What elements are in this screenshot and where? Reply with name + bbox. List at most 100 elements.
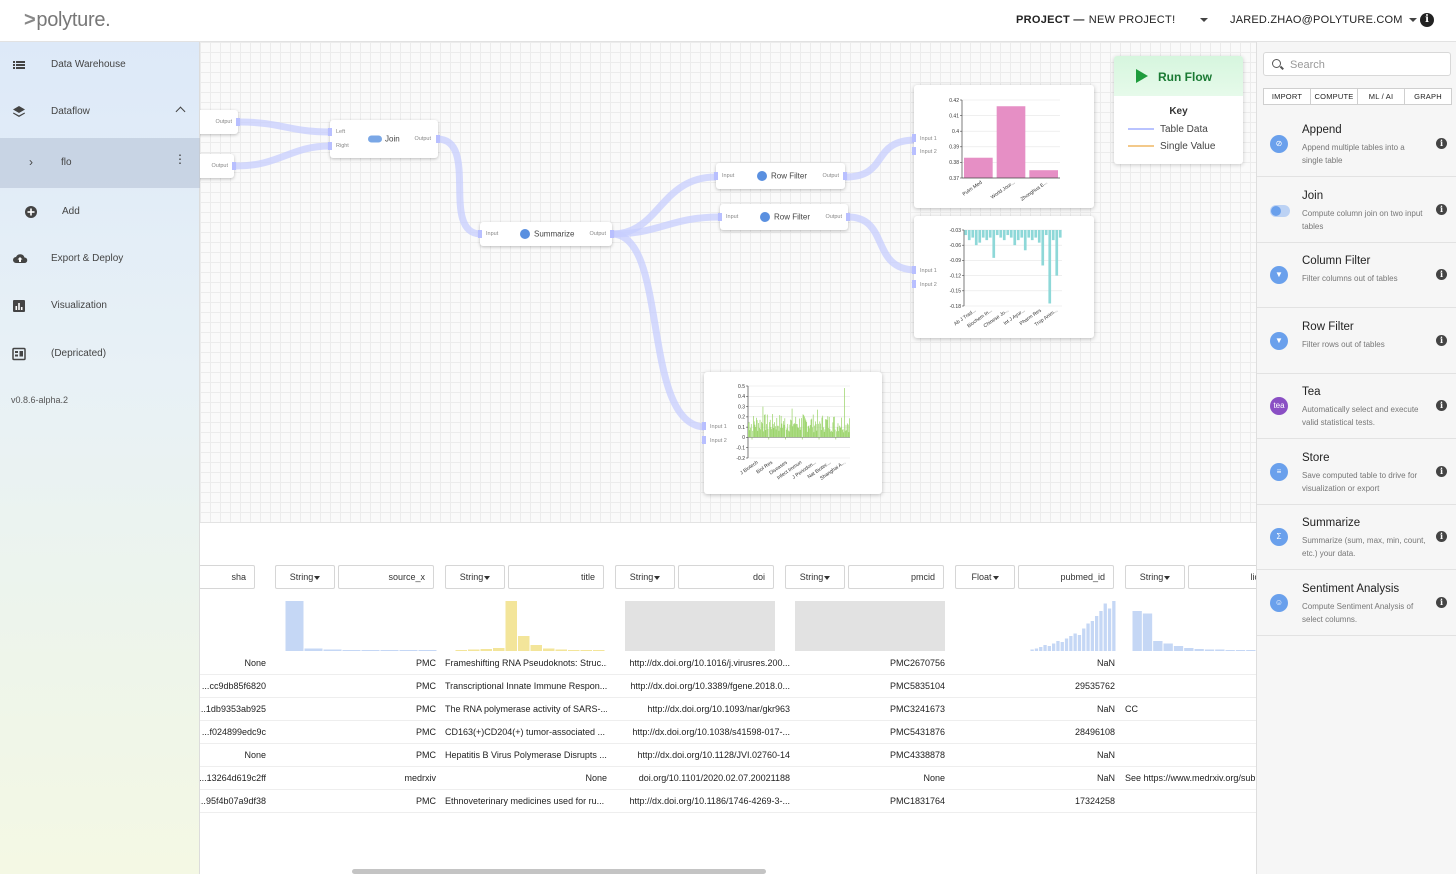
input-pin-right[interactable] [328,142,332,150]
column-type-select[interactable]: String [275,565,335,589]
info-icon[interactable]: i [1436,334,1447,346]
input-pin[interactable] [702,422,706,430]
column-type-select[interactable]: String [1125,565,1185,589]
row-filter-node[interactable]: Input Row Filter Output [718,204,850,230]
input-pin[interactable] [714,172,718,180]
column-type-select[interactable]: String [615,565,675,589]
column-header-pubmed-id[interactable]: pubmed_id [1018,565,1114,589]
input-pin[interactable] [912,280,916,288]
tab-compute[interactable]: COMPUTE [1310,88,1358,105]
polyture-logo[interactable]: >polyture. [24,9,111,32]
more-vertical-icon[interactable]: ⋮ [174,152,186,166]
column-type-select[interactable]: String [785,565,845,589]
info-icon[interactable]: i [1436,203,1447,215]
output-node[interactable]: Output [200,110,240,134]
sidebar-item-depricated[interactable]: (Depricated) [0,331,200,377]
sidebar-item-dataflow[interactable]: Dataflow [0,89,200,135]
chevron-right-icon[interactable]: › [29,155,33,169]
chevron-down-icon[interactable] [1200,18,1208,22]
search-input[interactable] [1290,57,1440,72]
search-icon [1272,59,1281,68]
input-pin[interactable] [912,134,916,142]
run-flow-button[interactable]: Run Flow [1114,56,1243,96]
output-pin[interactable] [436,135,440,143]
info-icon[interactable]: i [1436,138,1447,149]
bar [1034,230,1038,238]
chart-node-bar-teal[interactable]: Input 1 Input 2 -0.03-0.06-0.09-0.12-0.1… [912,216,1094,338]
database-icon: ≡ [1270,462,1288,481]
input-pin[interactable] [912,266,916,274]
bar [1037,230,1041,243]
summarize-node[interactable]: Input Summarize Output [478,222,614,246]
output-node[interactable]: Output [200,154,236,178]
table-cell-lic: See https://www.medrxiv.org/subm [1125,773,1256,783]
info-icon[interactable]: i [1420,13,1434,27]
output-pin[interactable] [236,118,240,126]
column-header-title[interactable]: title [508,565,604,589]
dataflow-canvas[interactable]: Output Output Left Right Join Output Inp… [200,42,1256,522]
operator-title: Tea [1302,386,1321,398]
tab-graph[interactable]: GRAPH [1404,88,1452,105]
table-row[interactable]: 13264d619c2ff...medrxivNonedoi.org/10.11… [200,767,1256,790]
sidebar-item-visualization[interactable]: Visualization [0,283,200,329]
input-pin-left[interactable] [328,128,332,136]
output-pin[interactable] [843,172,847,180]
info-icon[interactable]: i [1436,465,1447,477]
info-icon[interactable]: i [1436,596,1447,608]
operator-title: Column Filter [1302,255,1371,267]
bar [838,431,840,438]
tab-ml-ai[interactable]: ML / AI [1357,88,1405,105]
output-pin[interactable] [610,230,614,238]
info-icon[interactable]: i [1436,400,1447,411]
input-pin[interactable] [912,147,916,155]
sidebar-item-data-warehouse[interactable]: Data Warehouse [0,42,200,88]
tab-import[interactable]: IMPORT [1263,88,1311,105]
bar [766,414,768,438]
column-type-select[interactable]: String [445,565,505,589]
output-pin[interactable] [232,162,236,170]
input-pin[interactable] [718,213,722,221]
info-icon[interactable]: i [1436,269,1447,280]
input-pin[interactable] [702,436,706,444]
join-node[interactable]: Left Right Join Output [328,120,440,158]
sidebar-item-add[interactable]: Add [0,189,200,235]
horizontal-scrollbar[interactable] [352,869,766,874]
input-pin[interactable] [478,230,482,238]
column-header-source-x[interactable]: source_x [338,565,434,589]
row-filter-node[interactable]: Input Row Filter Output [714,163,847,189]
search-box[interactable] [1263,52,1451,76]
column-header-sha[interactable]: sha [200,565,255,589]
info-icon[interactable]: i [1436,531,1447,542]
column-header-pmcid[interactable]: pmcid [848,565,944,589]
y-tick-label: 0.4 [952,129,959,135]
project-selector[interactable]: PROJECT —NEW PROJECT! [1016,14,1175,26]
bar [831,431,833,438]
column-type-select[interactable]: Float [955,565,1015,589]
output-pin[interactable] [846,213,850,221]
column-header-lic[interactable]: lic [1188,565,1256,589]
column-header-doi[interactable]: doi [678,565,774,589]
bar [827,416,829,438]
user-menu[interactable]: JARED.ZHAO@POLYTURE.COM [1230,14,1417,26]
sidebar-item-export-deploy[interactable]: Export & Deploy [0,236,200,282]
bar [777,425,778,438]
sidebar-item-flo[interactable]: › flo ⋮ [0,138,200,188]
chevron-up-icon[interactable] [175,106,186,117]
